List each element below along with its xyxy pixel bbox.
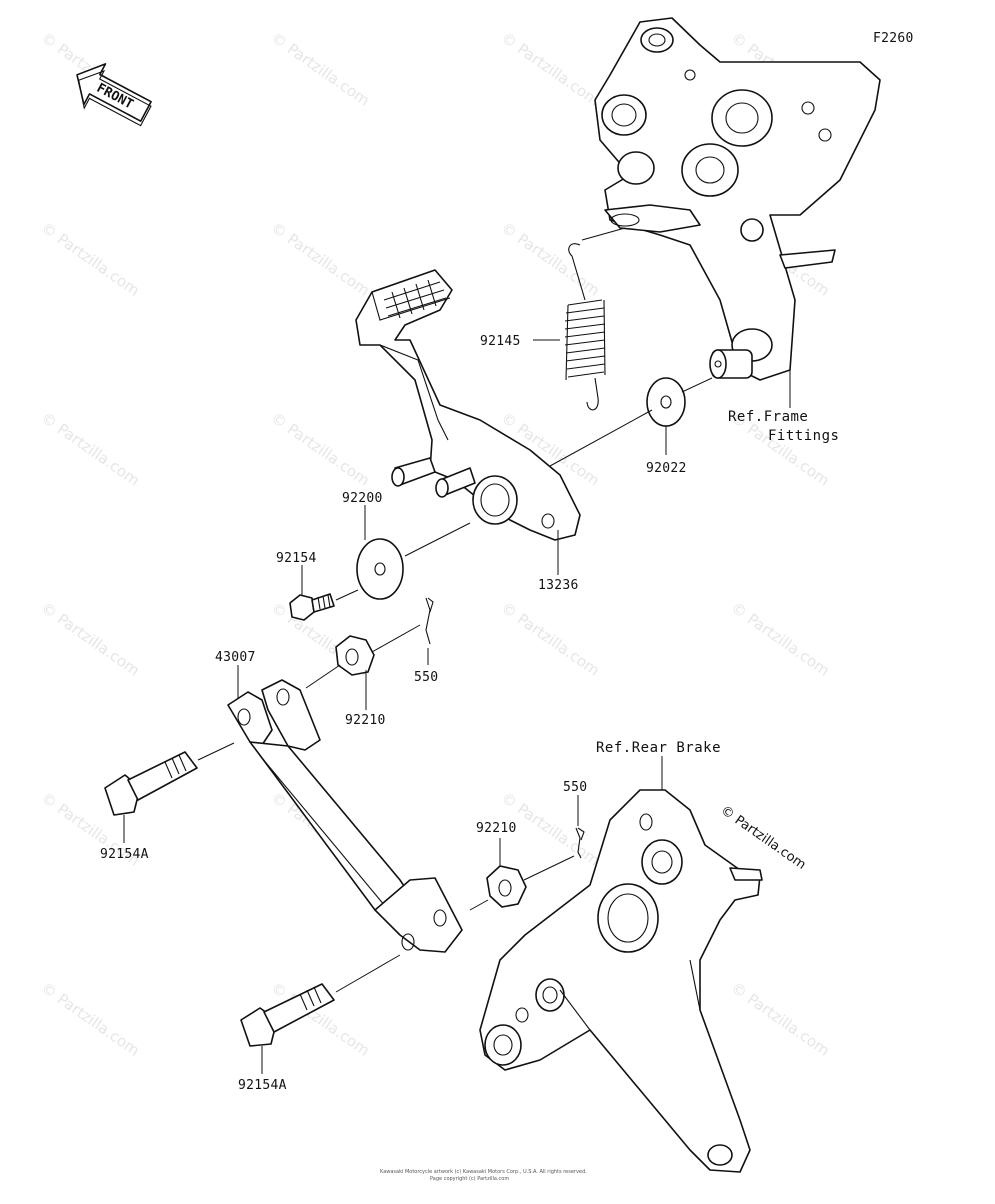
washer-92200 (356, 538, 404, 600)
part-label-92200: 92200 (342, 491, 383, 506)
partzilla-stamp: © Partzilla.com (718, 803, 809, 873)
bolt-92154a-lower (240, 983, 335, 1047)
watermark: © Partzilla.com (38, 979, 143, 1060)
watermark: © Partzilla.com (38, 409, 143, 490)
ref-rear-brake: Ref.Rear Brake (596, 740, 721, 756)
washer-92022 (646, 377, 686, 427)
part-label-92154a-upper: 92154A (100, 847, 149, 862)
cotter-pin-upper (425, 597, 434, 645)
watermark: © Partzilla.com (498, 29, 603, 110)
copyright-line-1: Kawasaki Motorcycle artwork (c) Kawasaki… (380, 1169, 587, 1175)
copyright-line-2: Page copyright (c) Partzilla.com (430, 1176, 509, 1182)
part-label-92145: 92145 (480, 334, 521, 349)
watermark: © Partzilla.com (728, 979, 833, 1060)
joint-92210-upper (335, 635, 375, 676)
bolt-92154 (289, 593, 335, 621)
watermark: © Partzilla.com (38, 219, 143, 300)
watermark: © Partzilla.com (498, 599, 603, 680)
part-label-550-lower: 550 (563, 780, 587, 795)
rear-brake-lever (479, 789, 763, 1173)
watermark: © Partzilla.com (268, 409, 373, 490)
ref-frame-line1: Ref.Frame (728, 409, 808, 425)
bolt-92154a-upper (104, 751, 198, 816)
figure-id: F2260 (873, 31, 914, 46)
watermark: © Partzilla.com (728, 599, 833, 680)
watermark: © Partzilla.com (498, 219, 603, 300)
part-label-92154a-lower: 92154A (238, 1078, 287, 1093)
cotter-pin-lower (575, 827, 585, 859)
part-label-92210-lower: 92210 (476, 821, 517, 836)
part-label-92210-upper: 92210 (345, 713, 386, 728)
brake-rod (227, 679, 463, 953)
watermark: © Partzilla.com (268, 219, 373, 300)
frame-fitting (594, 17, 881, 381)
part-label-550-upper: 550 (414, 670, 438, 685)
part-label-92022: 92022 (646, 461, 687, 476)
watermark: © Partzilla.com (38, 599, 143, 680)
return-spring (564, 243, 606, 411)
joint-92210-lower (486, 865, 527, 908)
ref-frame-line2: Fittings (768, 428, 839, 444)
part-label-43007: 43007 (215, 650, 256, 665)
part-label-92154: 92154 (276, 551, 317, 566)
brake-pedal (355, 269, 581, 541)
part-label-13236: 13236 (538, 578, 579, 593)
watermark: © Partzilla.com (268, 29, 373, 110)
